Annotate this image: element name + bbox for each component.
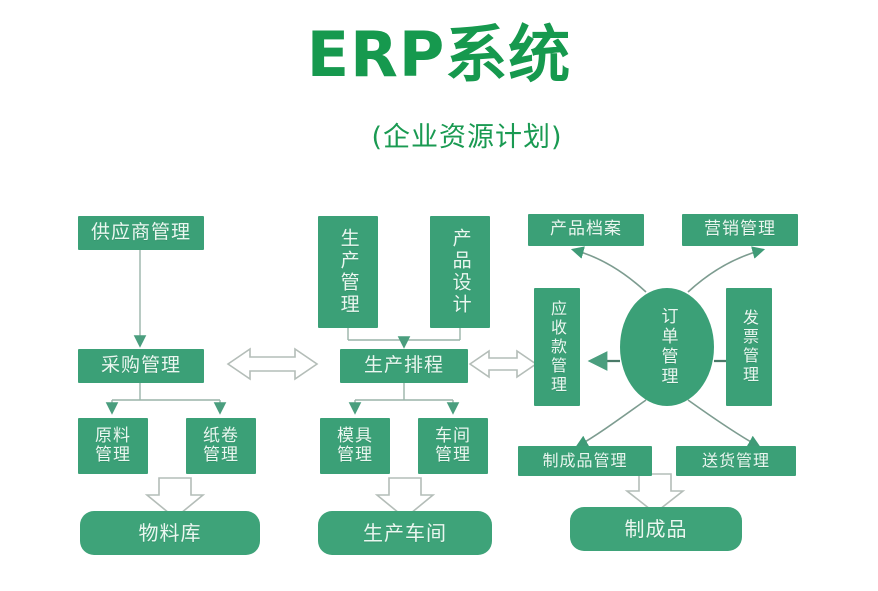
- node-supplier-mgmt[interactable]: 供应商管理: [78, 216, 204, 250]
- node-production-mgmt[interactable]: 生产管理: [318, 216, 378, 328]
- node-order-mgmt[interactable]: 订单管理: [620, 288, 714, 406]
- node-production-workshop[interactable]: 生产车间: [318, 511, 492, 555]
- page-subtitle-text: (企业资源计划): [371, 122, 563, 153]
- node-paper-roll-mgmt[interactable]: 纸卷 管理: [186, 418, 256, 474]
- page-title: ERP系统: [306, 18, 572, 91]
- node-finished-goods-mgmt[interactable]: 制成品管理: [518, 446, 652, 476]
- node-production-schedule[interactable]: 生产排程: [340, 349, 468, 383]
- node-marketing-mgmt[interactable]: 营销管理: [682, 214, 798, 246]
- node-raw-material-mgmt-line1: 原料: [95, 425, 131, 446]
- node-raw-material-mgmt-line2: 管理: [95, 445, 131, 465]
- connector-order-to-finished-goods-mgmt: [575, 399, 647, 448]
- node-receivables-mgmt[interactable]: 应收款管理: [534, 288, 580, 406]
- connector-order-to-marketing: [687, 246, 766, 293]
- node-workshop-mgmt-line2: 管理: [435, 445, 471, 465]
- node-mold-mgmt[interactable]: 模具 管理: [320, 418, 390, 474]
- node-purchase-mgmt[interactable]: 采购管理: [78, 349, 204, 383]
- node-mold-mgmt-line1: 模具: [337, 425, 373, 446]
- connector-purchase-schedule-double-arrow: [226, 347, 319, 381]
- connector-order-to-product-archive: [570, 246, 647, 293]
- node-raw-material-mgmt[interactable]: 原料 管理: [78, 418, 148, 474]
- node-workshop-mgmt[interactable]: 车间 管理: [418, 418, 488, 474]
- node-product-archive[interactable]: 产品档案: [528, 214, 644, 246]
- node-invoice-mgmt[interactable]: 发票管理: [726, 288, 772, 406]
- connector-order-to-delivery-mgmt: [687, 399, 761, 448]
- node-product-design[interactable]: 产品设计: [430, 216, 490, 328]
- page-subtitle: (企业资源计划): [0, 115, 878, 154]
- node-delivery-mgmt[interactable]: 送货管理: [676, 446, 796, 476]
- connector-production-design-to-schedule: [347, 328, 461, 349]
- node-mold-mgmt-line2: 管理: [337, 445, 373, 465]
- connector-purchase-to-materials: [105, 383, 227, 415]
- node-paper-roll-mgmt-line2: 管理: [203, 445, 239, 465]
- node-material-warehouse[interactable]: 物料库: [80, 511, 260, 555]
- node-paper-roll-mgmt-line1: 纸卷: [203, 425, 239, 446]
- node-finished-goods[interactable]: 制成品: [570, 507, 742, 551]
- node-workshop-mgmt-line1: 车间: [435, 425, 471, 446]
- connector-schedule-receivables-double-arrow: [468, 349, 538, 379]
- connector-schedule-to-mold-workshop: [348, 383, 460, 415]
